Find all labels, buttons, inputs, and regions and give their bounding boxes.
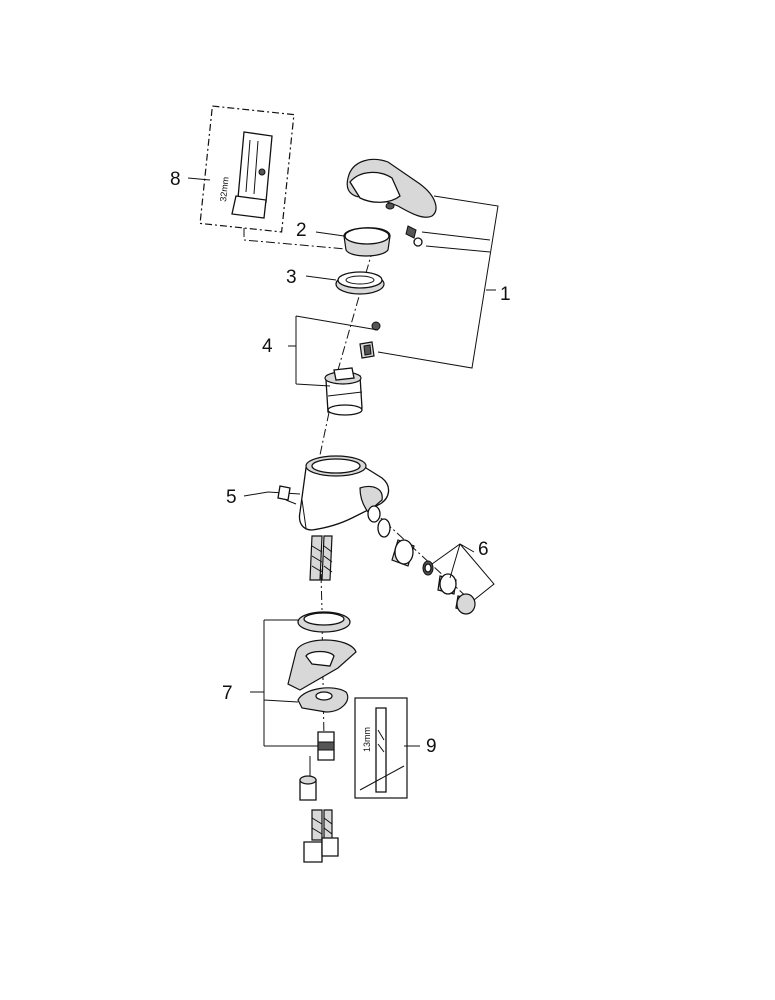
callout-7: 7 (222, 683, 233, 704)
cover-cap (343, 227, 391, 257)
wrench-32mm-group: 32mm (199, 105, 381, 253)
callout-6: 6 (478, 539, 489, 560)
supply-hoses (299, 756, 339, 863)
callout-3: 3 (286, 267, 297, 288)
cartridge-adapter (359, 321, 381, 359)
key-13mm-label: 13mm (362, 727, 372, 752)
mounting-set (287, 611, 357, 761)
handle-screw (405, 225, 423, 247)
wrench-32mm-tool (237, 131, 273, 203)
callout-1: 1 (500, 284, 511, 305)
faucet-body (298, 455, 390, 531)
popup-rod (267, 485, 301, 505)
callout-2: 2 (296, 220, 307, 241)
leader-lines (187, 177, 499, 747)
callout-4: 4 (262, 336, 273, 357)
wrench-32mm-label: 32mm (218, 176, 231, 202)
body-hoses (309, 535, 333, 581)
callout-8: 8 (170, 169, 181, 190)
callout-5: 5 (226, 487, 237, 508)
lever-handle (346, 158, 437, 218)
threaded-ring (335, 271, 385, 295)
wrench-32mm-box (199, 105, 295, 233)
cartridge (324, 367, 363, 416)
key-13mm-group: 13mm (354, 697, 408, 799)
aerator-parts (377, 518, 476, 615)
callout-9: 9 (426, 736, 437, 757)
